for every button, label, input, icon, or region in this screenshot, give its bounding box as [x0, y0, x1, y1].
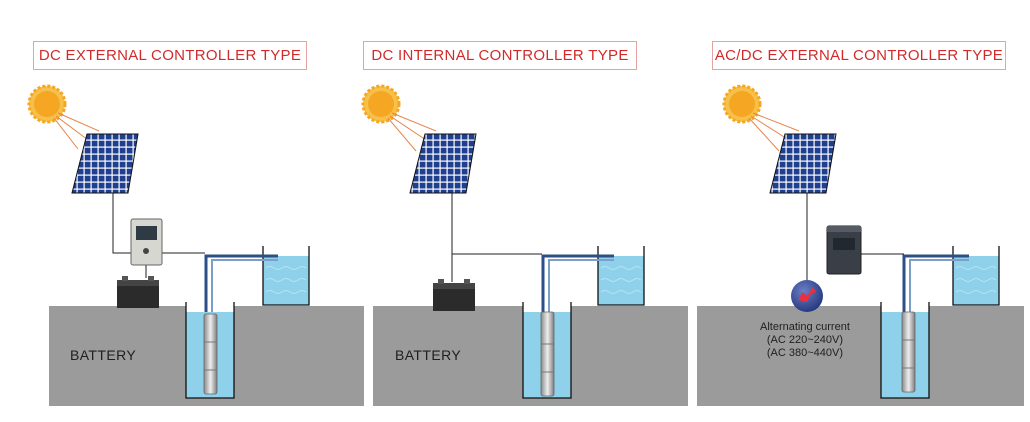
battery-icon	[117, 276, 159, 308]
water-tank-icon	[262, 246, 310, 306]
pump-icon	[901, 311, 916, 393]
controller-icon	[130, 218, 163, 266]
wiring	[451, 193, 542, 282]
diagram-scene	[27, 84, 364, 406]
panel-title: AC/DC EXTERNAL CONTROLLER TYPE	[712, 41, 1006, 70]
sun-rays	[748, 112, 800, 152]
pump-icon	[540, 311, 555, 397]
wiring	[112, 193, 205, 278]
wiring	[806, 193, 904, 280]
battery-label: BATTERY	[395, 347, 462, 363]
solar-panel-icon	[71, 133, 139, 194]
ac-current-label: Alternating current (AC 220~240V) (AC 38…	[760, 321, 850, 360]
diagram-scene	[697, 84, 1024, 406]
panel-dc-internal: DC INTERNAL CONTROLLER TYPE	[361, 0, 695, 422]
sun-icon	[361, 84, 401, 124]
pipe	[541, 254, 614, 312]
grid-plug-icon	[791, 280, 823, 312]
solar-panel-icon	[769, 133, 837, 194]
pipe	[902, 254, 969, 312]
battery-icon	[433, 279, 475, 311]
sun-rays	[387, 112, 437, 152]
battery-label: BATTERY	[70, 347, 137, 363]
panel-dc-external: DC EXTERNAL CONTROLLER TYPE	[0, 0, 370, 422]
inverter-icon	[826, 225, 862, 275]
sun-rays	[53, 112, 100, 150]
panel-acdc-external: AC/DC EXTERNAL CONTROLLER TYPE	[695, 0, 1030, 422]
sun-icon	[722, 84, 762, 124]
panel-title: DC INTERNAL CONTROLLER TYPE	[363, 41, 637, 70]
water-tank-icon	[952, 246, 1000, 306]
solar-panel-icon	[409, 133, 477, 194]
pipe	[204, 254, 278, 312]
pump-icon	[203, 313, 218, 395]
diagram-scene	[361, 84, 688, 406]
water-tank-icon	[597, 246, 645, 306]
ac-line: Alternating current	[760, 321, 850, 333]
ac-line: (AC 380~440V)	[766, 347, 844, 359]
sun-icon	[27, 84, 67, 124]
panel-title: DC EXTERNAL CONTROLLER TYPE	[33, 41, 307, 70]
ground	[697, 306, 1024, 406]
ac-line: (AC 220~240V)	[766, 334, 844, 346]
